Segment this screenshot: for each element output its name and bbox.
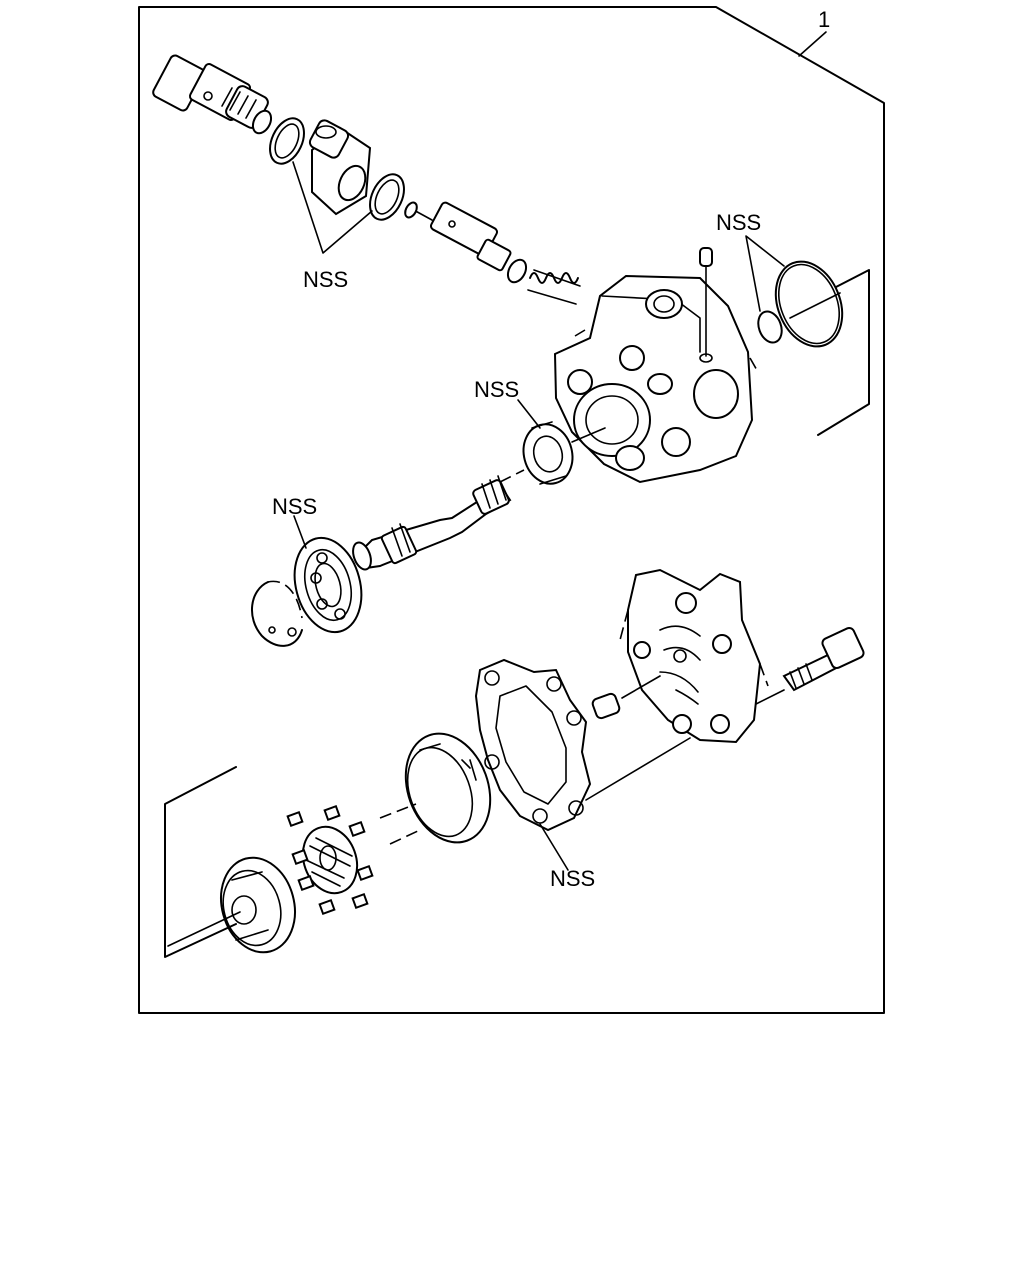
item-number-label: 1	[818, 7, 830, 32]
cam-ring	[404, 732, 492, 844]
nss-label-2: NSS	[716, 210, 761, 235]
pump-housing	[553, 274, 759, 484]
drive-shaft	[352, 475, 512, 571]
snap-ring	[250, 580, 303, 647]
nss-leader-3	[517, 399, 541, 429]
nss-leader-5	[539, 823, 569, 871]
housing-o-ring-small	[757, 310, 783, 344]
rotor	[301, 825, 359, 895]
left-break-bracket	[164, 766, 237, 958]
nss-leader-4	[293, 515, 307, 549]
nss-leader-2	[745, 235, 785, 312]
fitting-o-ring-1	[269, 117, 305, 165]
front-plate	[220, 856, 296, 954]
cover-gasket	[474, 658, 592, 832]
rear-cover	[619, 568, 769, 744]
item-leader-line	[798, 31, 827, 57]
right-break-bracket	[817, 269, 870, 436]
valve-spool	[404, 201, 528, 284]
nss-label-3: NSS	[474, 377, 519, 402]
fitting-o-ring-2	[369, 173, 405, 221]
cover-bolt	[782, 626, 865, 692]
pin-1	[379, 803, 417, 819]
flow-control-valve	[152, 54, 273, 135]
shaft-oil-seal	[522, 421, 574, 485]
dowel-pin	[699, 247, 713, 267]
nss-label-5: NSS	[550, 866, 595, 891]
nss-label-1: NSS	[303, 267, 348, 292]
kit-frame	[138, 6, 885, 1014]
nss-leader-1	[292, 161, 373, 254]
nss-label-4: NSS	[272, 494, 317, 519]
union-fitting	[308, 119, 372, 216]
ball-bearing	[293, 536, 363, 634]
valve-spring	[529, 272, 579, 284]
pin-2	[389, 829, 421, 845]
vanes	[286, 804, 374, 916]
housing-o-ring-large	[774, 260, 844, 348]
cover-dowel	[591, 692, 621, 720]
